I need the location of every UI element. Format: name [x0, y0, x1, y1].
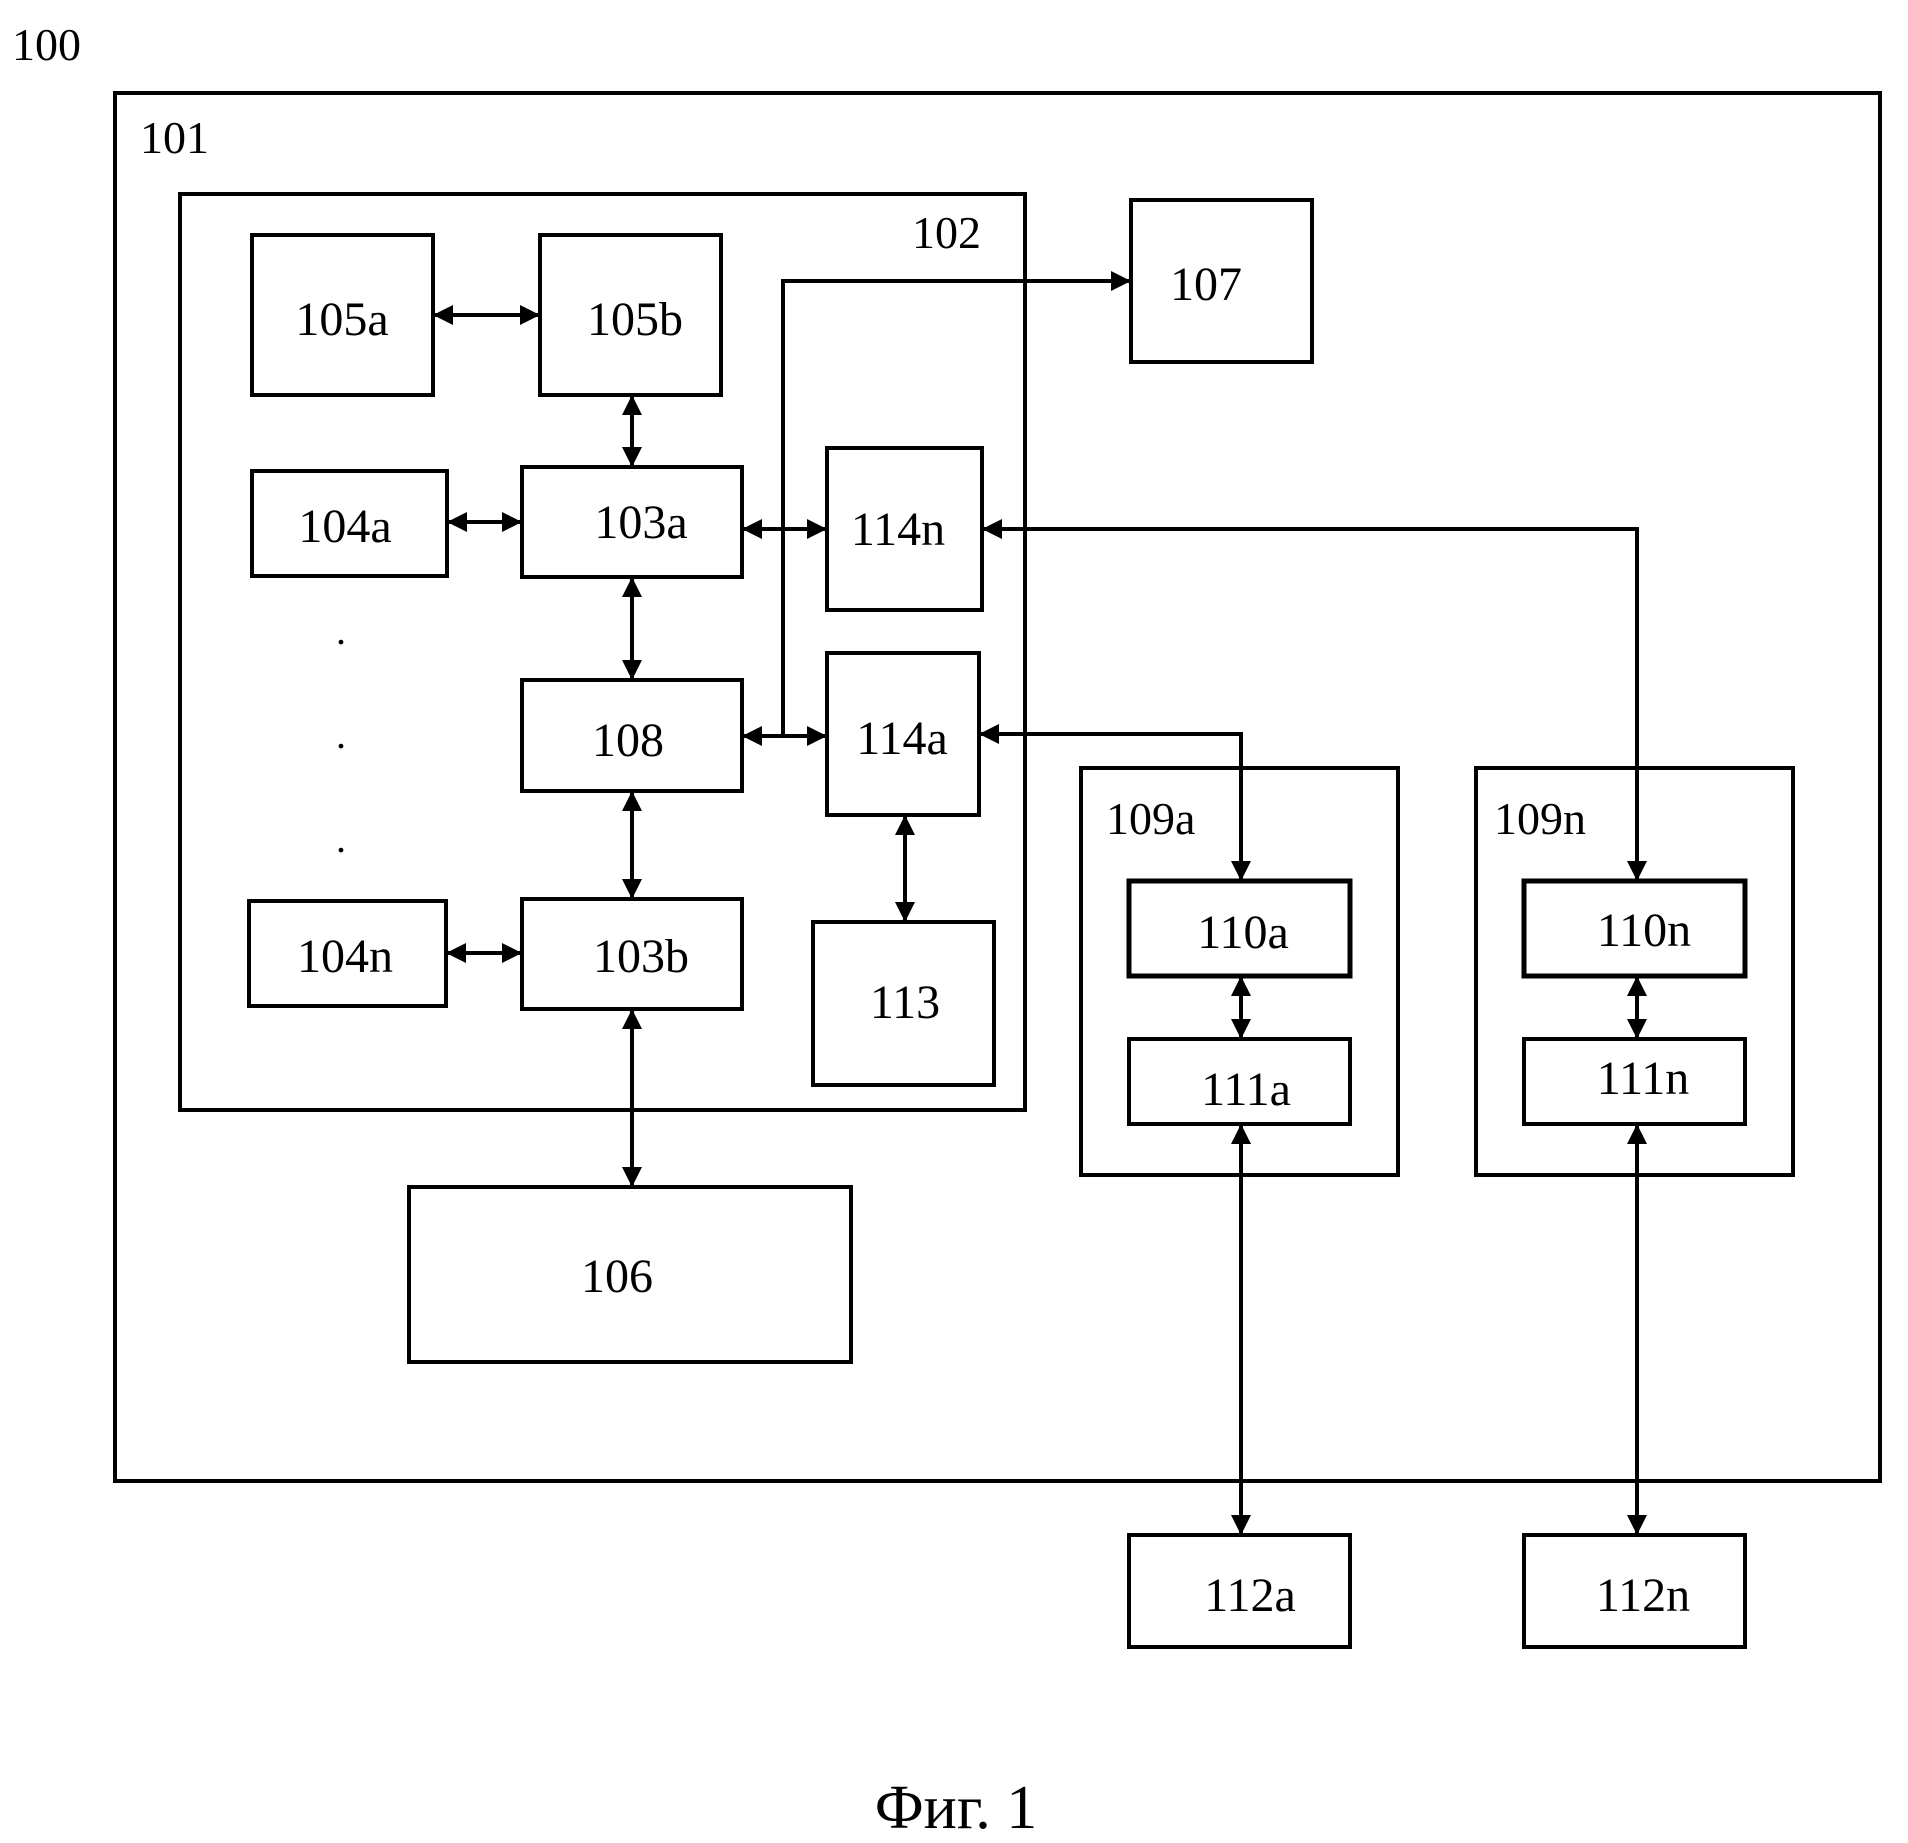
- board-label: 102: [912, 207, 981, 258]
- device-frame: [113, 91, 1882, 1483]
- block-105b-label: 105b: [587, 293, 683, 346]
- block-106-label: 106: [581, 1250, 653, 1303]
- block-114a-label: 114a: [856, 712, 948, 765]
- block-108-label: 108: [592, 714, 664, 767]
- block-110n-label: 110n: [1597, 904, 1691, 957]
- group-109a-label: 109a: [1106, 793, 1195, 844]
- block-112a-label: 112a: [1204, 1569, 1296, 1622]
- block-112n: [1522, 1533, 1747, 1649]
- block-111n-label: 111n: [1597, 1052, 1689, 1105]
- group-109n-label: 109n: [1494, 793, 1586, 844]
- arrow-108-107: [781, 271, 1131, 736]
- block-104n-label: 104n: [297, 930, 393, 983]
- block-103b-label: 103b: [593, 930, 689, 983]
- figure-caption: Фиг. 1: [875, 1774, 1038, 1842]
- ellipsis-dot-3: .: [336, 816, 346, 861]
- block-105a-label: 105a: [295, 293, 388, 346]
- system-label: 100: [12, 19, 81, 70]
- arrow-114a-110a: [979, 724, 1251, 881]
- block-107-label: 107: [1170, 258, 1242, 311]
- device-label: 101: [140, 112, 209, 163]
- block-114n-label: 114n: [851, 503, 945, 556]
- block-111a-label: 111a: [1201, 1063, 1291, 1116]
- block-112n-label: 112n: [1596, 1569, 1690, 1622]
- block-103a-label: 103a: [594, 496, 687, 549]
- block-113-label: 113: [870, 976, 940, 1029]
- ellipsis-dot-2: .: [336, 712, 346, 757]
- arrow-114n-110n: [982, 519, 1647, 881]
- ellipsis-dot-1: .: [336, 608, 346, 653]
- block-110a-label: 110a: [1197, 906, 1289, 959]
- block-104a-label: 104a: [298, 500, 391, 553]
